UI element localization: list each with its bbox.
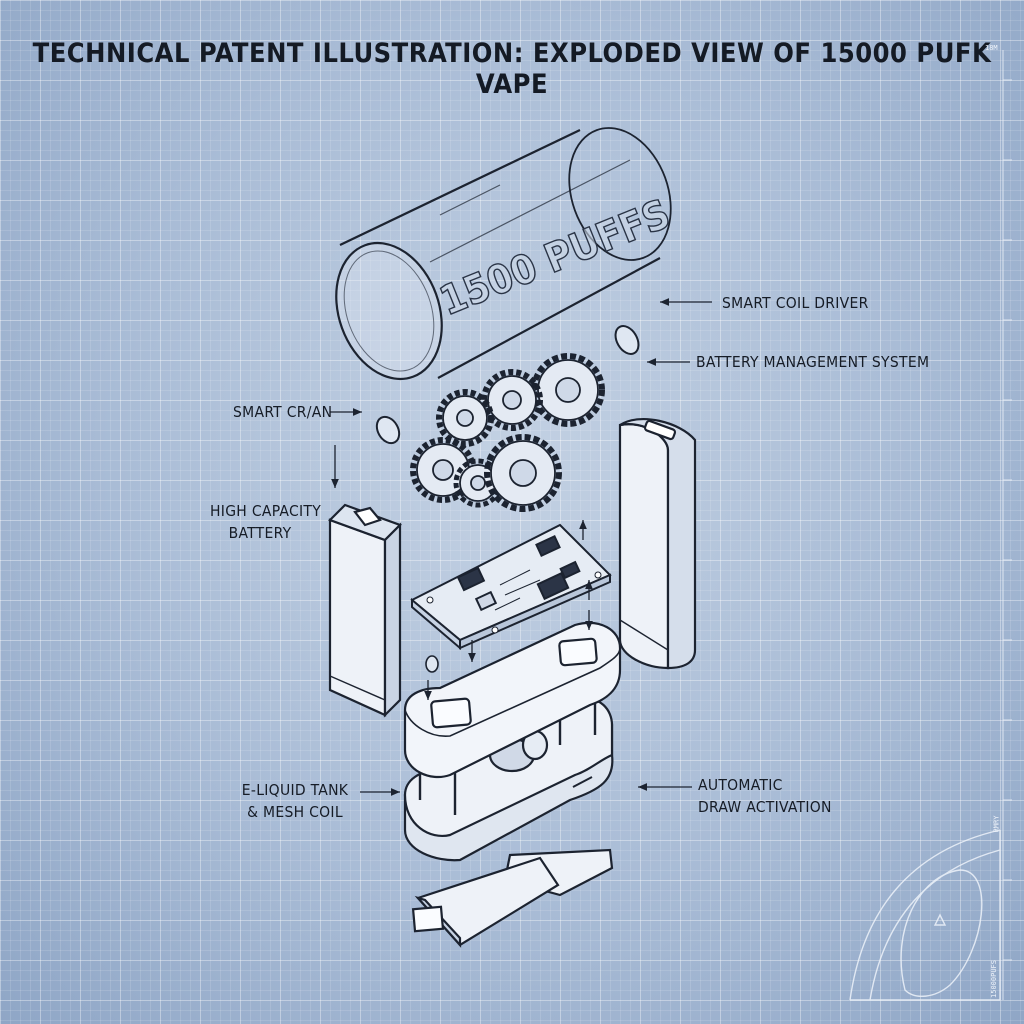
label-automatic-draw-line2: DRAW ACTIVATION <box>698 798 832 816</box>
base-housing <box>403 621 622 862</box>
label-battery-management-system: BATTERY MANAGEMENT SYSTEM <box>696 353 930 371</box>
gear-cluster <box>410 353 605 512</box>
label-high-capacity-battery-line1: HIGH CAPACITY <box>210 502 322 520</box>
label-eliquid-tank: E-LIQUID TANK & MESH COIL <box>240 779 350 823</box>
bottom-connector <box>411 848 614 948</box>
gear-top-right <box>531 353 605 427</box>
gear-top-left <box>436 389 494 447</box>
ruler-label-top: 18M <box>985 44 998 52</box>
side-ruler <box>1002 50 1012 1000</box>
ruler-label-bottom: 15000PUFS <box>989 960 998 998</box>
o-ring-small <box>425 655 439 673</box>
gear-top-mid <box>481 369 543 431</box>
label-eliquid-tank-line1: E-LIQUID TANK <box>241 781 349 799</box>
label-high-capacity-battery: HIGH CAPACITY BATTERY <box>210 500 322 544</box>
gear-bottom-right <box>484 434 562 512</box>
ruler-label-mid: RMRY <box>992 815 1001 833</box>
battery-right <box>618 418 697 670</box>
tank-cylinder <box>335 127 672 381</box>
o-ring-left <box>375 415 401 445</box>
battery-left <box>328 503 402 718</box>
label-high-capacity-battery-line2: BATTERY <box>228 524 292 542</box>
label-eliquid-tank-line2: & MESH COIL <box>247 803 343 821</box>
o-ring-right <box>614 325 640 355</box>
label-smart-cran: SMART CR/AN <box>233 403 333 421</box>
label-smart-coil-driver: SMART COIL DRIVER <box>722 294 869 312</box>
corner-protractor <box>849 829 1001 1001</box>
label-automatic-draw-activation: AUTOMATIC DRAW ACTIVATION <box>698 774 832 818</box>
tank-puff-text: 1500 PUFFS <box>434 191 677 325</box>
leader-lines <box>330 298 712 796</box>
label-automatic-draw-line1: AUTOMATIC <box>698 776 783 794</box>
circuit-board <box>410 523 612 651</box>
page-title: TECHNICAL PATENT ILLUSTRATION: EXPLODED … <box>32 38 992 100</box>
